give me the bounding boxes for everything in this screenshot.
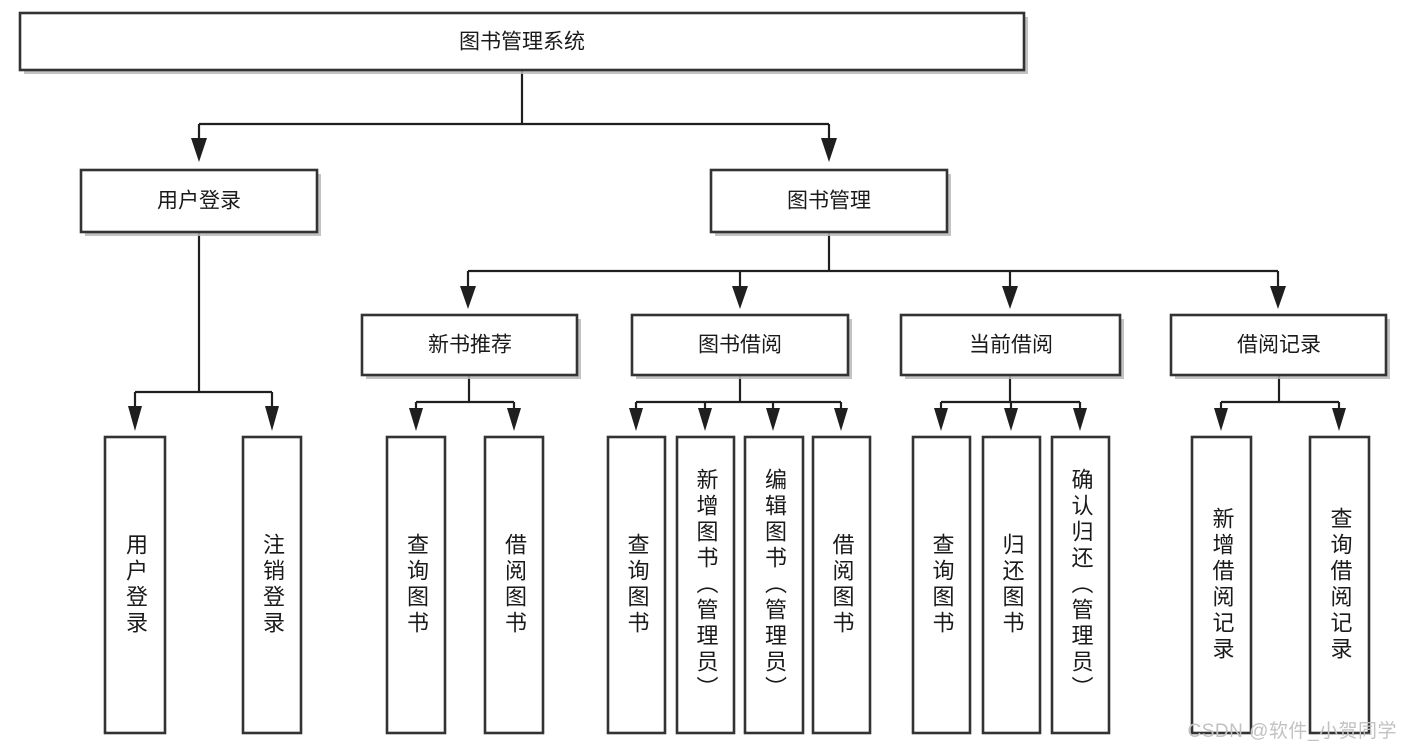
leaf-box-bb-borrow-book[interactable] [811,435,872,735]
arrow-to-current-borrow [1002,286,1018,309]
new-book-recommend-label: 新书推荐 [428,334,512,357]
arrow-leaf-cb-confirm [1073,408,1087,431]
arrow-leaf-bb-edit [766,408,780,431]
node-borrow-record[interactable]: 借阅记录 [1169,313,1390,379]
leaf-box-nb-borrow-book[interactable] [483,435,545,735]
leaf-box-bb-add-book[interactable] [675,435,736,735]
leaf-box-br-add-record[interactable] [1190,435,1253,735]
borrow-record-box[interactable] [1169,313,1388,377]
current-borrow-label: 当前借阅 [969,334,1053,357]
arrow-to-user-login [191,138,207,162]
root-box[interactable] [18,11,1026,72]
watermark: CSDN @软件_小贺同学 [1187,721,1397,742]
root-label: 图书管理系统 [459,31,585,54]
current-borrow-box[interactable] [899,313,1122,377]
borrow-record-label: 借阅记录 [1237,334,1321,357]
node-current-borrow[interactable]: 当前借阅 [899,313,1124,379]
arrow-to-borrow-record [1270,286,1286,309]
leaf-box-cb-confirm-return[interactable] [1050,435,1111,735]
arrow-leaf-nb-borrow [507,408,521,431]
arrow-leaf-bb-query [629,408,643,431]
node-book-borrow[interactable]: 图书借阅 [630,313,852,379]
arrow-leaf-br-query [1332,408,1346,431]
arrow-leaf-bb-add [698,408,712,431]
book-management-label: 图书管理 [787,190,871,213]
leaf-box-bb-query-book[interactable] [606,435,667,735]
book-management-box[interactable] [709,168,949,234]
user-login-box[interactable] [79,168,319,234]
user-login-label: 用户登录 [157,190,241,213]
leaf-box-group [103,435,1371,735]
arrow-leaf-nb-query [409,408,423,431]
node-root[interactable]: 图书管理系统 [18,11,1028,74]
arrow-leaf-bb-borrow [834,408,848,431]
leaf-box-user-login[interactable] [103,435,167,735]
arrow-to-book-manage [821,138,837,162]
leaf-box-cb-query-book[interactable] [911,435,972,735]
connector-group [128,70,1346,431]
new-book-recommend-box[interactable] [360,313,579,377]
arrow-leaf-br-add [1214,408,1228,431]
leaf-box-bb-edit-book[interactable] [743,435,805,735]
node-user-login[interactable]: 用户登录 [79,168,321,236]
arrow-to-new-book-rec [460,286,476,309]
leaf-box-br-query-record[interactable] [1308,435,1371,735]
book-borrow-label: 图书借阅 [698,334,782,357]
arrow-leaf-cb-return [1004,408,1018,431]
arrow-leaf-user-login [128,406,142,431]
book-borrow-box[interactable] [630,313,850,377]
node-book-management[interactable]: 图书管理 [709,168,951,236]
leaf-box-cb-return-book[interactable] [981,435,1042,735]
arrow-to-book-borrow [732,286,748,309]
node-new-book-recommend[interactable]: 新书推荐 [360,313,581,379]
arrow-leaf-cb-query [934,408,948,431]
leaf-box-nb-query-book[interactable] [385,435,447,735]
leaf-box-logout[interactable] [241,435,303,735]
arrow-leaf-logout [265,406,279,431]
